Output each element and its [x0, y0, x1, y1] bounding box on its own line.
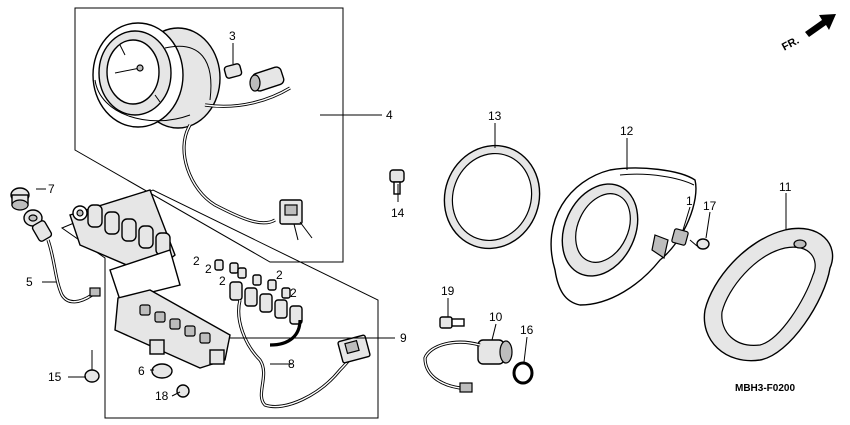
callout-2c: 2 [219, 274, 226, 288]
callout-15: 15 [48, 370, 62, 384]
meter-connector [279, 199, 313, 241]
callout-6: 6 [138, 364, 145, 378]
meter-bulb-socket [249, 66, 285, 92]
small-bulb-3 [223, 63, 243, 79]
bolt-14 [389, 169, 405, 195]
callout-14: 14 [391, 206, 405, 220]
callout-4: 4 [386, 108, 393, 122]
callout-5: 5 [26, 275, 33, 289]
small-bulbs-2 [214, 259, 291, 299]
callout-1: 1 [686, 194, 693, 208]
callout-8: 8 [288, 357, 295, 371]
clip-1 [671, 228, 689, 246]
callout-2a: 2 [193, 254, 200, 268]
leader-lines [36, 43, 787, 397]
indicator-upper-housing [69, 189, 181, 301]
bulb-socket-10 [423, 339, 513, 393]
callout-16: 16 [520, 323, 534, 337]
speedometer-assembly-box [74, 7, 344, 263]
headlight-ring-13 [443, 144, 541, 250]
callout-2d: 2 [276, 268, 283, 282]
bolt-19 [439, 316, 465, 329]
grommet-6 [151, 363, 173, 379]
front-direction-arrow [805, 14, 836, 37]
socket-wire-5 [23, 209, 101, 304]
callout-7: 7 [48, 182, 55, 196]
screw-15 [84, 350, 100, 383]
bulb-7 [10, 187, 30, 211]
callout-18: 18 [155, 389, 169, 403]
indicator-harness-box [60, 189, 379, 419]
callout-10: 10 [489, 310, 503, 324]
bulb-16 [512, 361, 534, 385]
screw-18 [176, 384, 190, 398]
callout-2e: 2 [290, 286, 297, 300]
callout-3: 3 [229, 29, 236, 43]
callout-2b: 2 [205, 262, 212, 276]
speedometer-wire [182, 86, 291, 225]
callout-11: 11 [779, 180, 792, 194]
callout-9: 9 [400, 331, 407, 345]
front-direction-label: FR. [780, 35, 801, 54]
callout-19: 19 [441, 284, 455, 298]
indicator-lower-panel [114, 289, 231, 369]
speedometer-unit [92, 22, 221, 129]
drawing-code: MBH3-F0200 [735, 383, 795, 394]
callout-12: 12 [620, 124, 634, 138]
headlight-case-12 [550, 167, 697, 306]
screw-17 [689, 238, 710, 250]
rubber-seal-11 [703, 227, 834, 362]
callout-13: 13 [488, 109, 502, 123]
indicator-harness [229, 281, 371, 409]
callout-17: 17 [703, 199, 717, 213]
